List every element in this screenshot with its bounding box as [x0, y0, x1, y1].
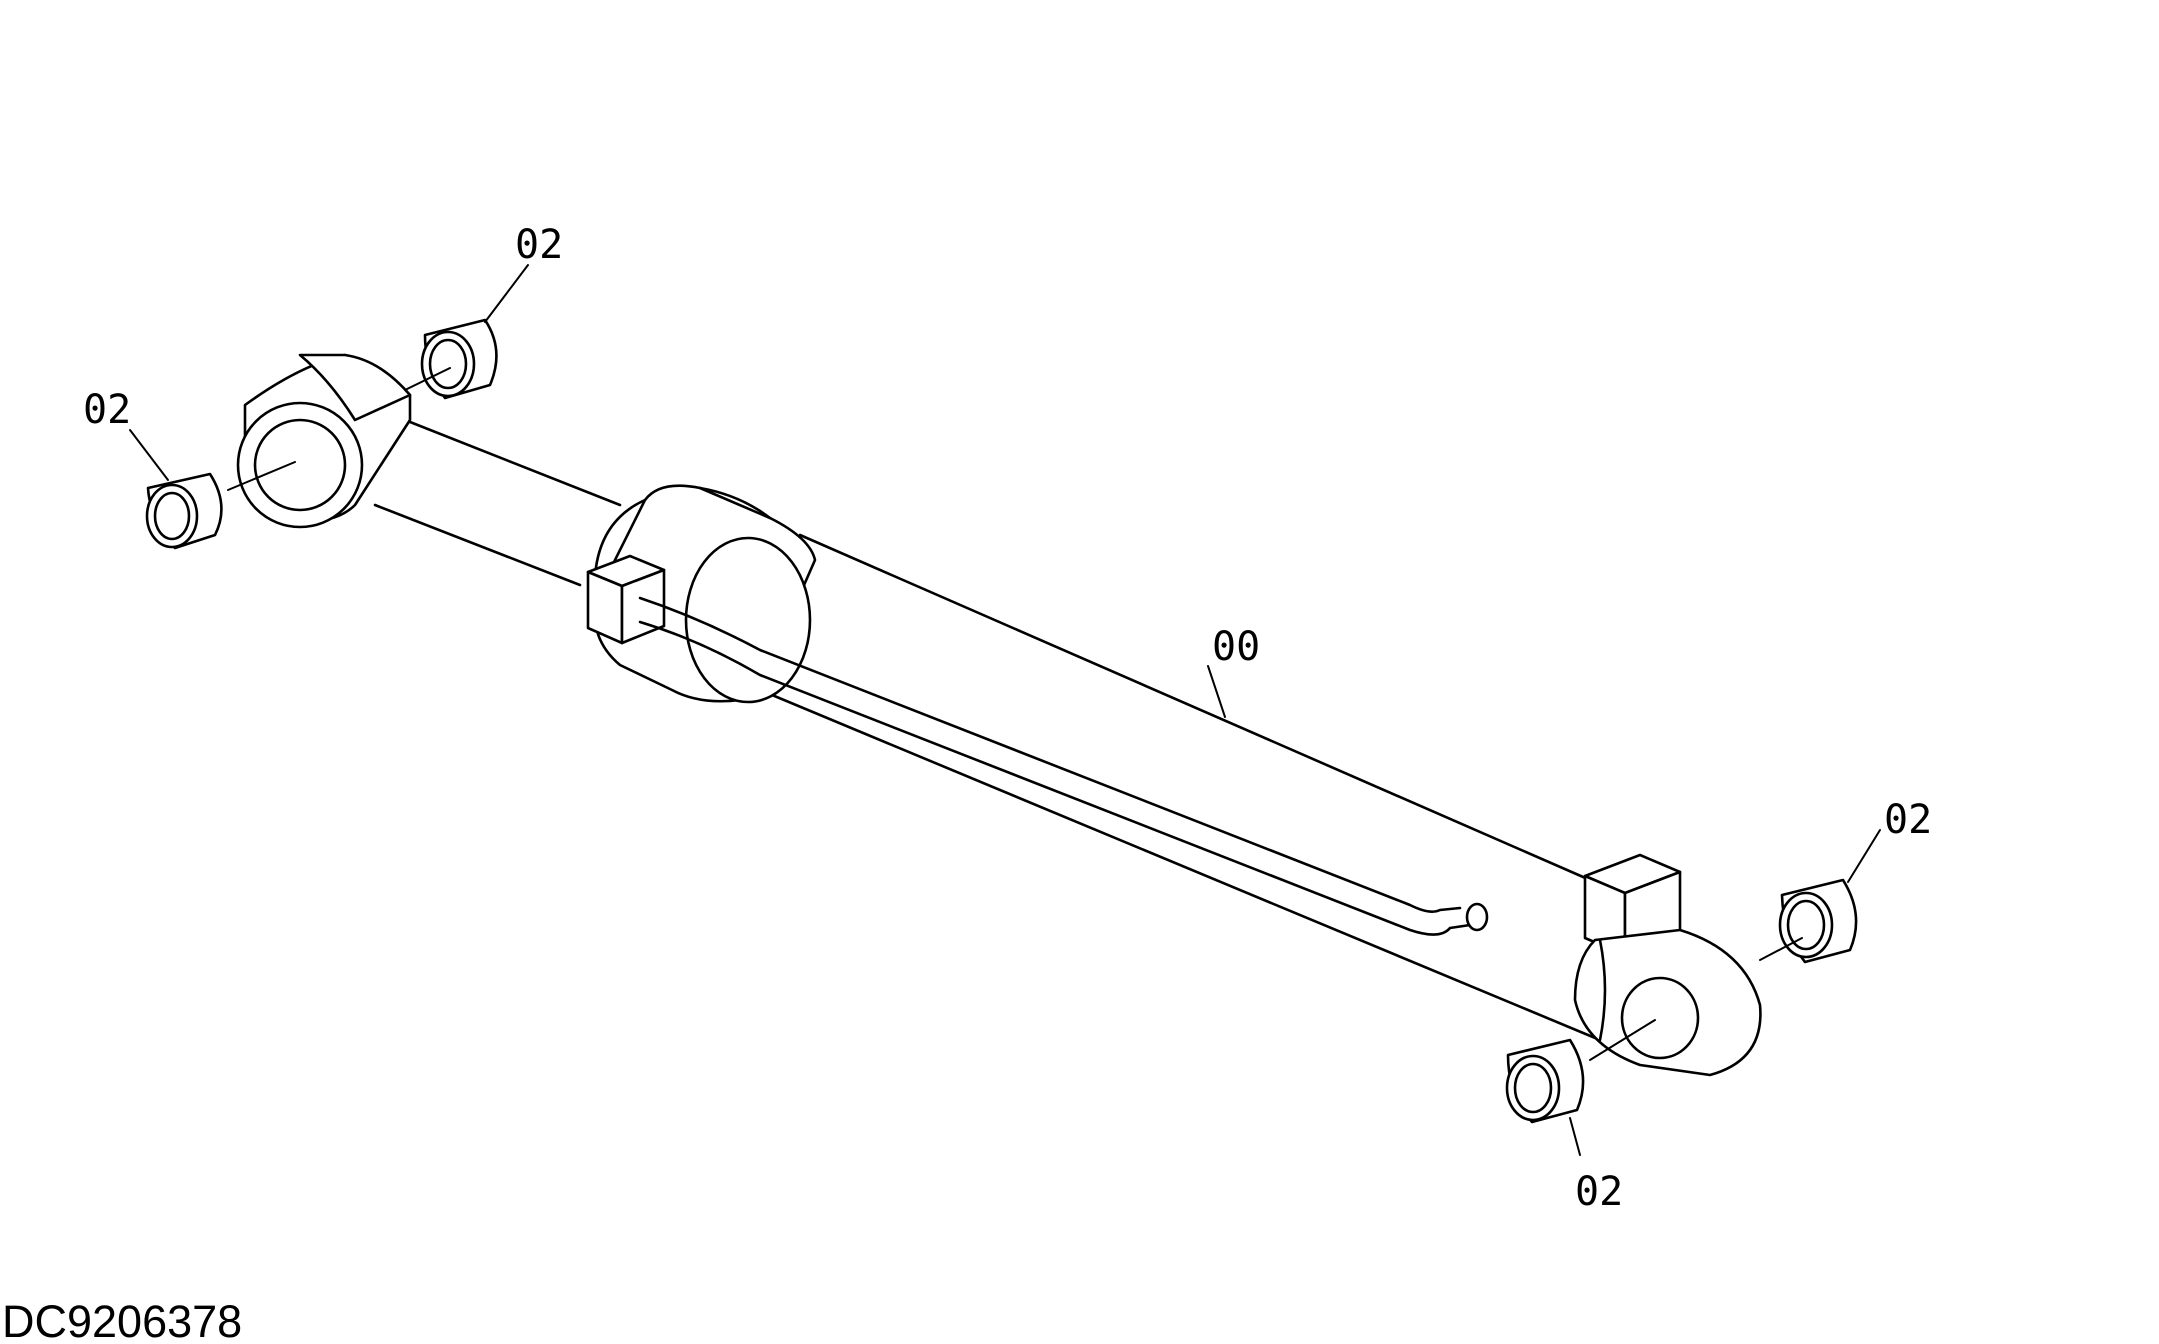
bushing-left [145, 472, 223, 550]
drawing-id: DC9206378 [2, 1296, 242, 1344]
cylinder-tube [758, 533, 1602, 1042]
port-block-head [586, 554, 666, 645]
rod-end-eye [236, 353, 412, 529]
bushing-bottom [1505, 1038, 1585, 1124]
cylinder-base-eye [1573, 928, 1762, 1077]
leader-lines [129, 264, 1881, 1156]
callout-bushing-bottom: 02 [1575, 1169, 1623, 1215]
bushing-right [1778, 878, 1858, 964]
hydraulic-pipe [638, 596, 1489, 936]
callout-bushing-left: 02 [83, 387, 131, 433]
callout-bushing-right: 02 [1884, 797, 1932, 843]
cylinder-head [593, 484, 817, 704]
callout-cylinder-assembly: 00 [1212, 624, 1260, 670]
callout-bushing-top: 02 [515, 222, 563, 268]
piston-rod [373, 418, 622, 587]
bushing-top [420, 318, 498, 400]
